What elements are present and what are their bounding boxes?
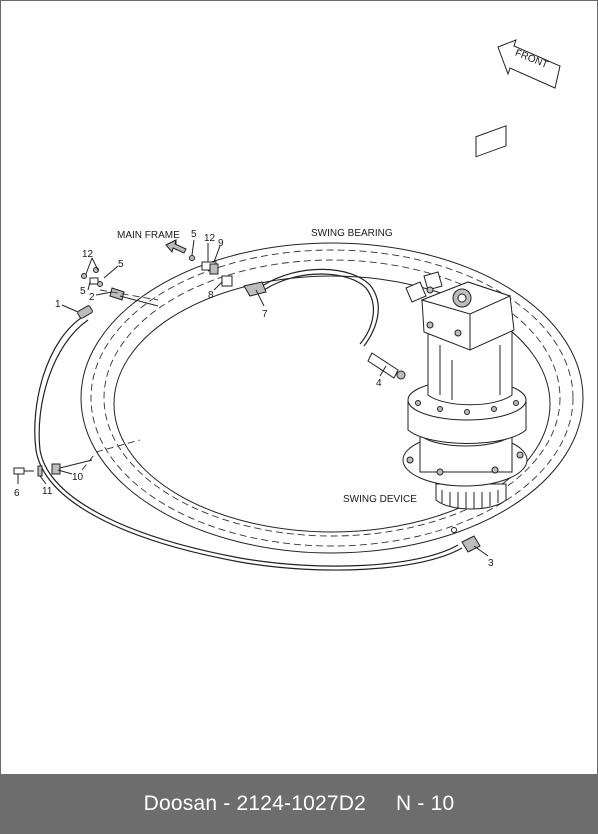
callout-1: 1 [55,299,61,310]
callout-9: 9 [218,238,224,249]
main-frame-label: MAIN FRAME [117,230,180,241]
fitting-3 [451,527,481,553]
swing-bearing-rings [80,242,584,554]
callout-5-top: 5 [191,229,197,240]
callout-5-left-upper: 5 [118,259,124,270]
fittings-lower-left [13,459,93,477]
hose-1 [34,305,463,571]
callout-11: 11 [42,486,53,497]
main-frame-arrow [165,239,187,254]
hose-7 [243,268,379,347]
callout-12-left: 12 [82,249,94,260]
front-arrow: FRONT [497,39,561,89]
swing-bearing-label: SWING BEARING [311,228,393,239]
callout-2: 2 [89,292,95,303]
callout-12-top: 12 [204,233,216,244]
fittings-cluster [81,267,159,307]
footer-page-ref: N - 10 [395,792,455,815]
swing-device [402,125,528,510]
callout-6: 6 [14,488,20,499]
leader-lines [17,239,489,557]
callout-3: 3 [488,558,494,569]
callout-10: 10 [72,472,84,483]
footer-bar: Doosan - 2124-1027D2 N - 10 [0,774,598,834]
callout-8: 8 [208,290,214,301]
callout-4: 4 [376,378,382,389]
swing-device-label: SWING DEVICE [343,494,417,505]
footer-brand-part: Doosan - 2124-1027D2 [143,792,366,815]
parts-diagram: .ln { stroke:#222; fill:none; stroke-wid… [13,39,584,571]
callout-5-left-lower: 5 [80,286,86,297]
callout-7: 7 [262,309,268,320]
fitting-4 [367,352,406,380]
